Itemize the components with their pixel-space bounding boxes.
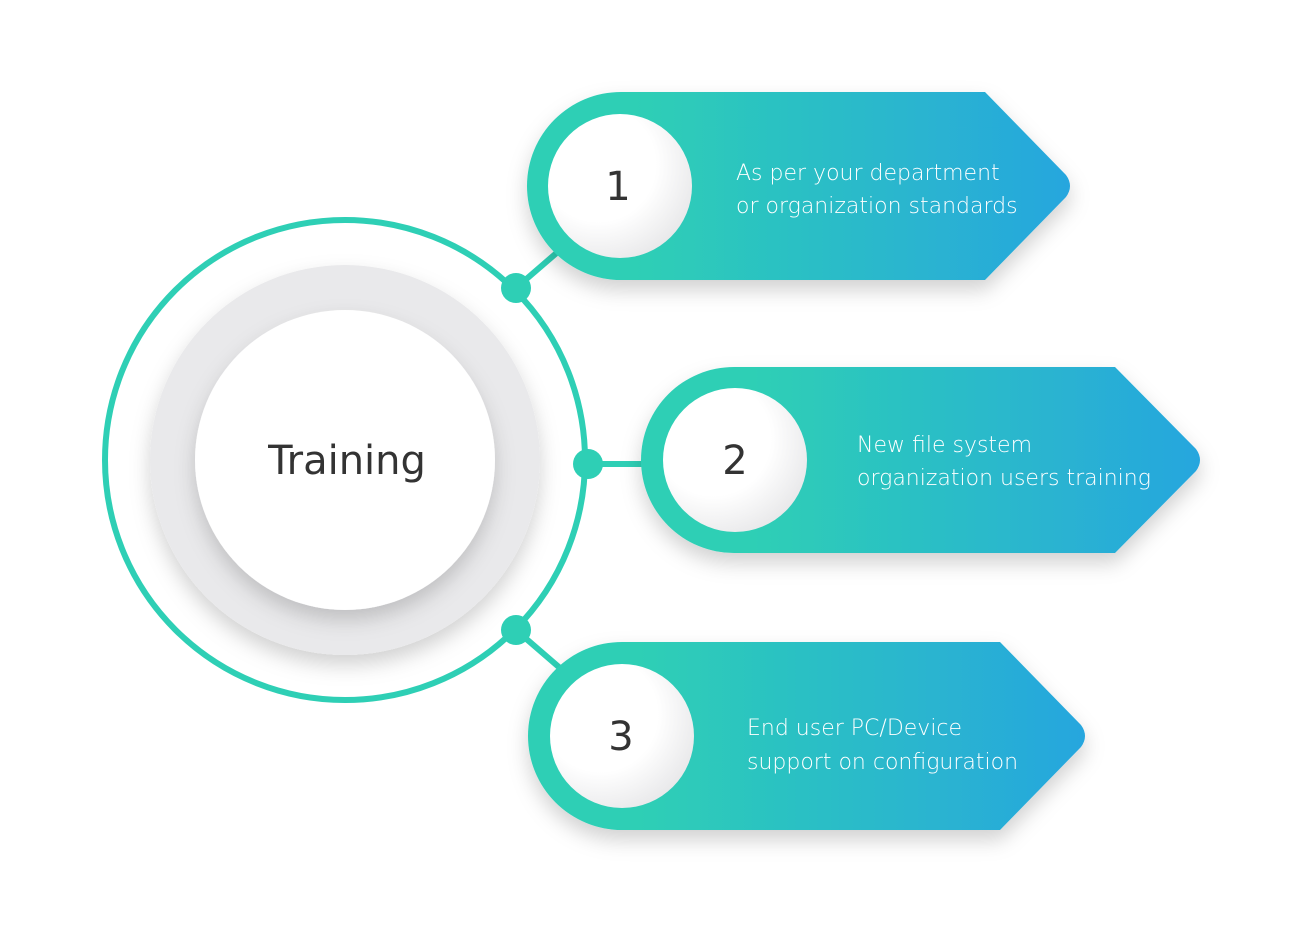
step-2: 2 New file system organization users tra… (641, 367, 1200, 553)
step-1-text-line-1: As per your department (736, 161, 1000, 186)
step-3-text-line-1: End user PC/Device (747, 716, 962, 741)
center-circle (195, 310, 495, 610)
step-3-text-line-2: support on configuration (747, 750, 1018, 775)
step-3-number: 3 (608, 714, 633, 760)
step-3: 3 End user PC/Device support on configur… (528, 642, 1085, 830)
step-3-number-circle (550, 664, 694, 808)
step-1-number: 1 (605, 164, 630, 210)
step-2-text-line-2: organization users training (857, 466, 1151, 491)
connector-dot-2 (573, 449, 603, 479)
step-1-text-line-2: or organization standards (736, 194, 1018, 219)
connector-dot-1 (501, 273, 531, 303)
connector-dot-3 (501, 615, 531, 645)
step-2-text-line-1: New file system (857, 433, 1032, 458)
step-1-number-circle (548, 114, 692, 258)
step-2-number-circle (663, 388, 807, 532)
step-1: 1 As per your department or organization… (527, 92, 1070, 280)
center-title: Training (267, 438, 426, 484)
step-2-number: 2 (722, 438, 747, 484)
